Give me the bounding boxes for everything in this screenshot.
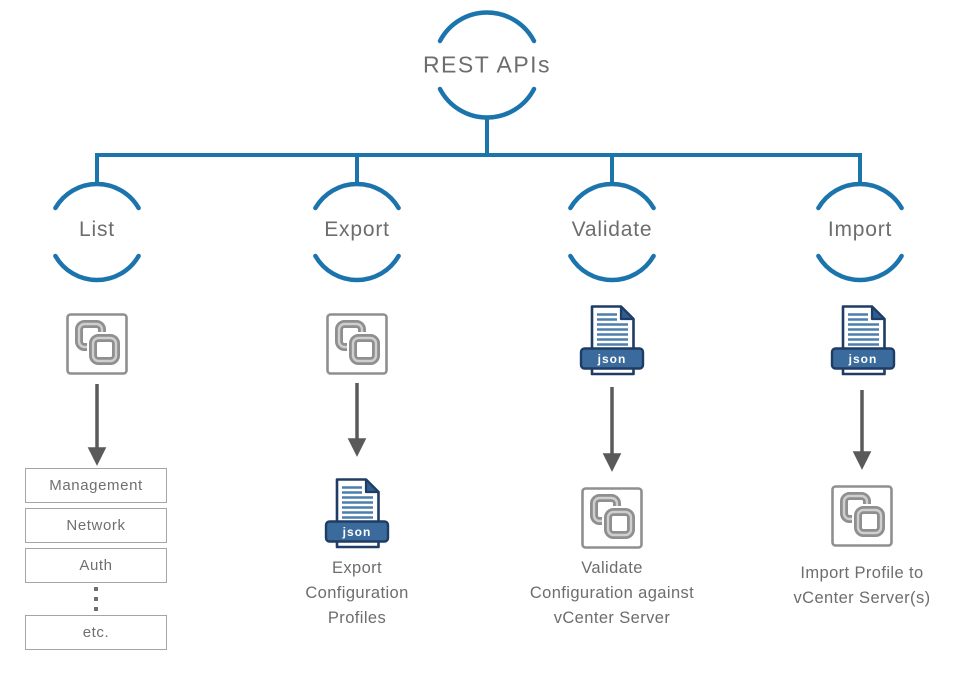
json-banner-label: json: [848, 352, 878, 366]
arrowhead-validate: [602, 453, 622, 472]
arrowhead-import: [852, 451, 872, 470]
validate-bottom-arc: [568, 253, 656, 283]
json-file-icon: json: [830, 303, 896, 379]
export-bottom-arc: [313, 253, 401, 283]
json-file-graphic: [579, 305, 645, 376]
json-file-icon: json: [324, 476, 390, 552]
json-banner-label: json: [597, 352, 627, 366]
caption-validate: Validate Configuration against vCenter S…: [529, 559, 695, 627]
validate-top-arc: [568, 181, 656, 211]
list-top-arc: [53, 181, 141, 211]
ellipsis-dots: [94, 587, 98, 611]
branch-node-arcs: [53, 181, 904, 283]
ellipsis-dot: [94, 597, 98, 601]
node-label-export: Export: [324, 218, 390, 241]
profile-icon: [326, 313, 388, 375]
list-item-label: Network: [66, 517, 126, 534]
ellipsis-dot: [94, 587, 98, 591]
tree-horizontal-line: [95, 153, 862, 184]
import-bottom-arc: [816, 253, 904, 283]
import-top-arc: [816, 181, 904, 211]
arrowhead-list: [87, 447, 107, 466]
root-top-arc: [437, 10, 537, 44]
export-top-arc: [313, 181, 401, 211]
json-file-icon: json: [579, 303, 645, 379]
node-label-list: List: [79, 218, 115, 241]
root-node-arcs: [437, 10, 537, 120]
list-item-box: Management: [25, 468, 167, 503]
tree-lines: [95, 116, 862, 184]
flow-arrows: [87, 383, 872, 472]
profile-icon: [831, 485, 893, 547]
profile-icon: [581, 487, 643, 549]
node-label-validate: Validate: [571, 218, 653, 241]
arrowhead-export: [347, 438, 367, 457]
caption-import: Import Profile to vCenter Server(s): [793, 564, 931, 607]
caption-export: Export Configuration Profiles: [305, 559, 409, 627]
list-bottom-arc: [53, 253, 141, 283]
list-item-label: etc.: [82, 624, 110, 641]
list-item-box: Network: [25, 508, 167, 543]
list-item-box: Auth: [25, 548, 167, 583]
root-node-label: REST APIs: [422, 51, 552, 78]
list-item-box: etc.: [25, 615, 167, 650]
list-item-label: Management: [49, 477, 143, 494]
json-file-graphic: [324, 478, 390, 549]
json-file-graphic: [830, 305, 896, 376]
list-item-label: Auth: [79, 557, 113, 574]
node-label-import: Import: [827, 218, 893, 241]
profile-icon: [66, 313, 128, 375]
json-banner-label: json: [342, 525, 372, 539]
ellipsis-dot: [94, 607, 98, 611]
root-bottom-arc: [437, 86, 537, 120]
